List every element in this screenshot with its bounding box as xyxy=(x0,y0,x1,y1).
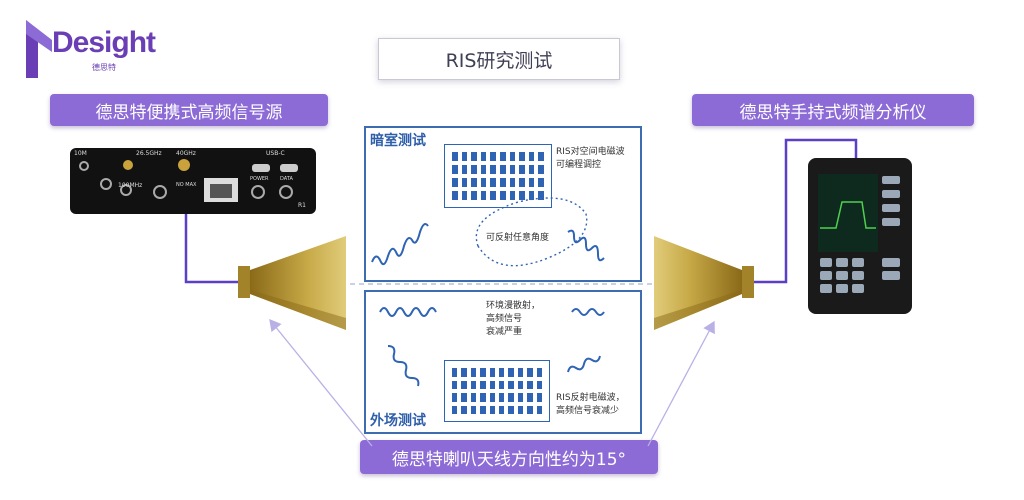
reflected-wave-top xyxy=(567,229,605,262)
page-title: RIS研究测试 xyxy=(378,38,620,80)
spectrum-analyzer-device xyxy=(808,158,912,314)
port-label-r1: R1 xyxy=(298,202,306,209)
wave-bottom-4 xyxy=(567,355,601,373)
ris-note-top-1: RIS对空间电磁波 xyxy=(556,147,625,157)
analyzer-cable xyxy=(752,138,858,284)
ris-note-top-2: 可编程调控 xyxy=(556,160,602,170)
wave-bottom-2 xyxy=(571,308,605,316)
env-note-3: 衰减严重 xyxy=(486,327,523,337)
angle-note: 可反射任意角度 xyxy=(486,233,550,243)
ris-array-top xyxy=(444,144,552,208)
reflection-angle-arc xyxy=(475,197,588,267)
signal-source-label: 德思特便携式高频信号源 xyxy=(50,94,328,126)
incident-wave-top xyxy=(371,223,429,266)
wave-bottom-3 xyxy=(387,345,420,387)
port-label-power: POWER xyxy=(250,176,269,182)
port-label-100mhz: 100MHz xyxy=(118,182,143,189)
spectrum-analyzer-label: 德思特手持式频谱分析仪 xyxy=(692,94,974,126)
left-horn-antenna xyxy=(238,236,346,330)
horn-antenna-label: 德思特喇叭天线方向性约为15° xyxy=(360,440,658,474)
env-note-2: 高频信号 xyxy=(486,314,523,324)
desight-logo xyxy=(26,20,52,78)
ris-array-bottom xyxy=(444,360,550,422)
field-test-title: 外场测试 xyxy=(370,413,426,429)
anechoic-test-title: 暗室测试 xyxy=(370,133,426,149)
port-label-nomax: NO MAX xyxy=(176,182,197,188)
logo-subtext: 德思特 xyxy=(92,63,116,72)
right-horn-antenna xyxy=(654,236,754,330)
port-label-usbc: USB-C xyxy=(266,150,285,157)
ris-note-bottom-2: 高频信号衰减少 xyxy=(556,406,620,416)
ris-note-bottom-1: RIS反射电磁波， xyxy=(556,393,625,403)
signal-source-device xyxy=(70,148,316,214)
port-label-26ghz: 26.5GHz xyxy=(136,150,162,157)
port-label-40ghz: 40GHz xyxy=(176,150,196,157)
arrow-to-left-horn xyxy=(269,318,373,447)
env-note-1: 环境漫散射， xyxy=(486,301,541,311)
wave-bottom-1 xyxy=(379,307,437,317)
port-label-data: DATA xyxy=(280,176,293,182)
logo-text: Desight xyxy=(52,26,156,59)
arrow-to-right-horn xyxy=(647,320,715,447)
port-label-10m: 10M xyxy=(74,150,87,157)
